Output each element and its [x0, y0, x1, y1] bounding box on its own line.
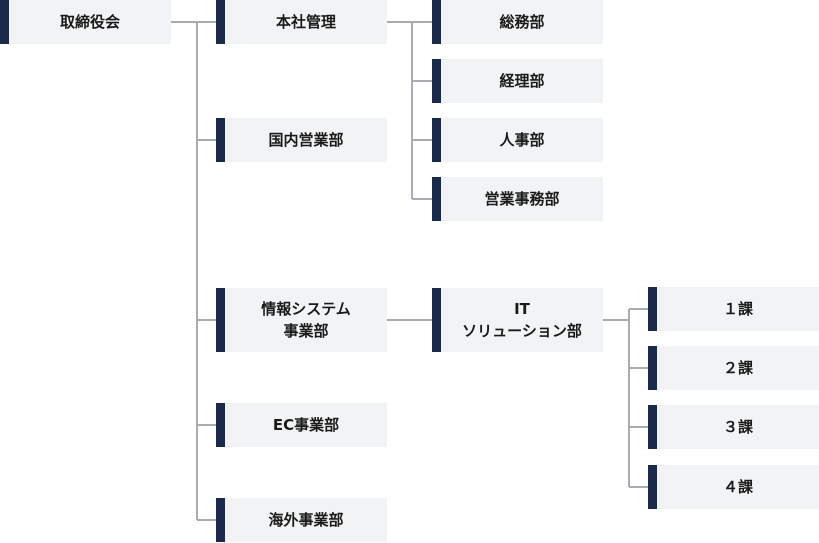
node-general-affairs: 総務部 [432, 0, 603, 44]
node-overseas: 海外事業部 [216, 498, 387, 542]
node-section-2: ２課 [648, 346, 819, 390]
node-section-1: １課 [648, 287, 819, 331]
node-section-4: ４課 [648, 465, 819, 509]
node-section-3: ３課 [648, 405, 819, 449]
node-board: 取締役会 [0, 0, 171, 44]
node-info-systems: 情報システム 事業部 [216, 288, 387, 352]
node-domestic-sales: 国内営業部 [216, 118, 387, 162]
node-hq: 本社管理 [216, 0, 387, 44]
node-hr: 人事部 [432, 118, 603, 162]
node-it-solutions: IT ソリューション部 [432, 288, 603, 352]
node-sales-admin: 営業事務部 [432, 177, 603, 221]
node-ec: EC事業部 [216, 403, 387, 447]
node-accounting: 経理部 [432, 59, 603, 103]
